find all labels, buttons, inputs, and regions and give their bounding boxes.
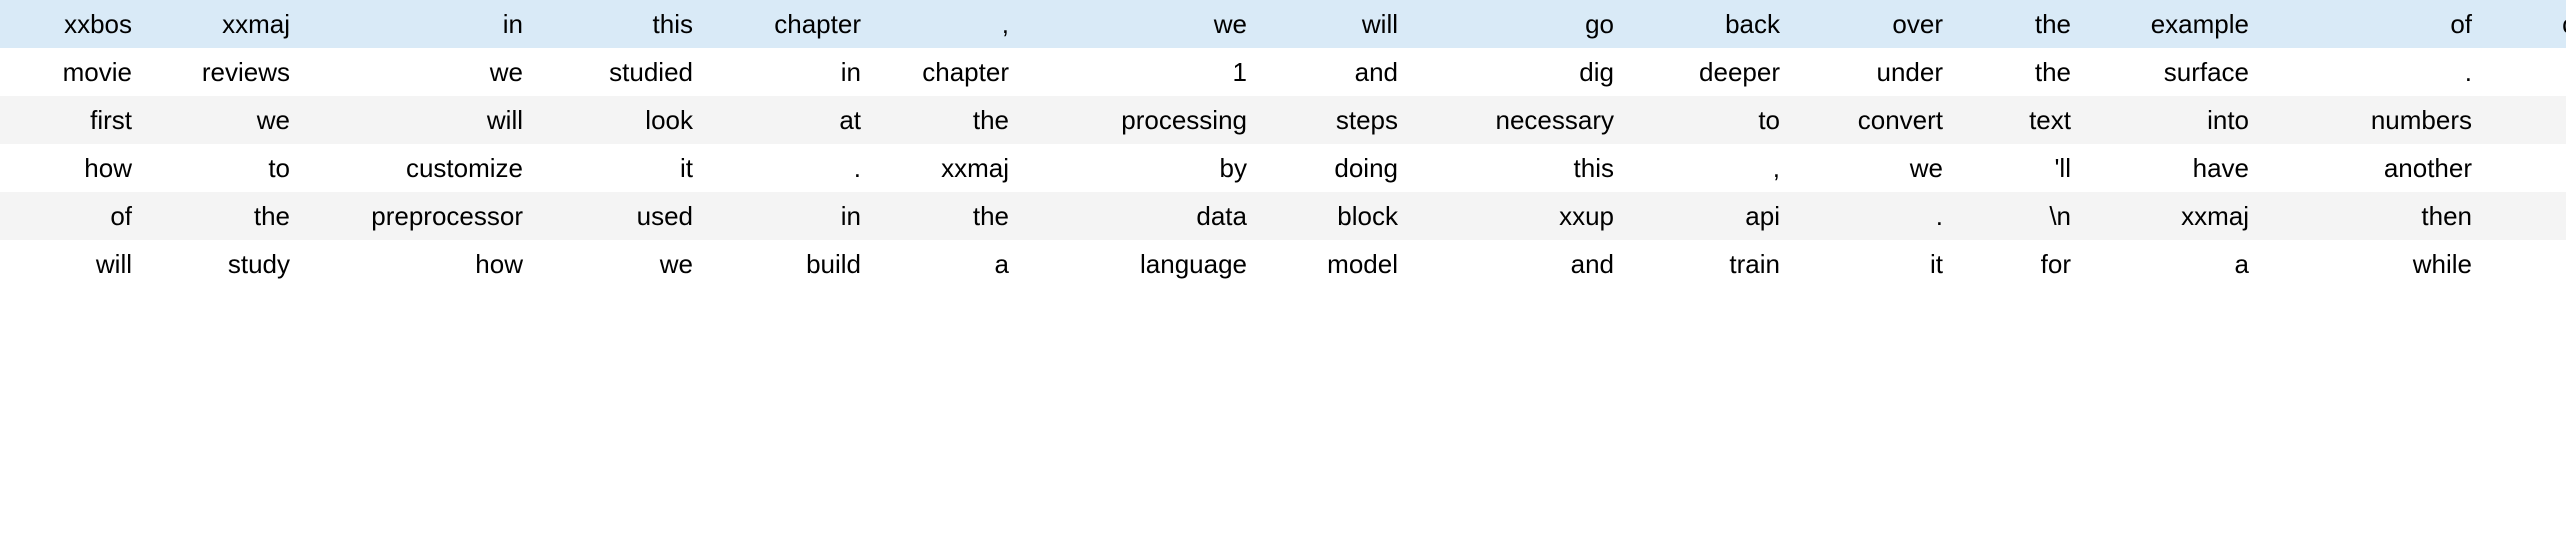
table-cell: movie <box>0 48 146 96</box>
table-cell: reviews <box>146 48 304 96</box>
table-cell: 1 <box>1023 48 1261 96</box>
table-cell: the <box>146 192 304 240</box>
table-cell: xxmaj <box>146 0 304 48</box>
table-cell: classifying <box>2486 0 2566 48</box>
table-cell: of <box>0 192 146 240</box>
table-cell: xxmaj <box>2085 192 2263 240</box>
table-cell: how <box>304 240 537 288</box>
table-cell: processing <box>1023 96 1261 144</box>
table-cell: deeper <box>1628 48 1794 96</box>
table-cell: have <box>2085 144 2263 192</box>
table-cell: customize <box>304 144 537 192</box>
table-cell: , <box>1628 144 1794 192</box>
table-cell: , <box>875 0 1023 48</box>
table-cell: numbers <box>2263 96 2486 144</box>
table-cell: we <box>1794 144 1957 192</box>
table-cell: preprocessor <box>304 192 537 240</box>
table-cell: to <box>1628 96 1794 144</box>
table-cell: we <box>1023 0 1261 48</box>
table-cell: \n <box>1957 192 2085 240</box>
table-cell: will <box>1261 0 1412 48</box>
table-cell: data <box>1023 192 1261 240</box>
table-cell: the <box>1957 0 2085 48</box>
table-cell: block <box>1261 192 1412 240</box>
table-cell: this <box>537 0 707 48</box>
table-cell: of <box>2263 0 2486 48</box>
table-cell: . <box>2263 48 2486 96</box>
table-cell: text <box>1957 96 2085 144</box>
table-cell: language <box>1023 240 1261 288</box>
table-cell: first <box>0 96 146 144</box>
table-cell: in <box>304 0 537 48</box>
table-cell: back <box>1628 0 1794 48</box>
table-cell: used <box>537 192 707 240</box>
table-cell: another <box>2263 144 2486 192</box>
table-cell: study <box>146 240 304 288</box>
table-cell: example <box>2486 144 2566 192</box>
table-cell: steps <box>1261 96 1412 144</box>
table-cell: look <box>537 96 707 144</box>
table-cell: dig <box>1412 48 1628 96</box>
table-cell: api <box>1628 192 1794 240</box>
table-cell: go <box>1412 0 1628 48</box>
table-cell: 'll <box>1957 144 2085 192</box>
table-cell: . <box>707 144 875 192</box>
table-cell: we <box>537 240 707 288</box>
table-cell: at <box>707 96 875 144</box>
table-cell: build <box>707 240 875 288</box>
table-cell: it <box>1794 240 1957 288</box>
table-cell: and <box>2486 96 2566 144</box>
table-cell: into <box>2085 96 2263 144</box>
table-cell: a <box>875 240 1023 288</box>
table-cell: will <box>0 240 146 288</box>
table-cell: xxbos <box>0 0 146 48</box>
table-cell: and <box>1261 48 1412 96</box>
table-cell: then <box>2263 192 2486 240</box>
table-cell: model <box>1261 240 1412 288</box>
table-cell: xxup <box>1412 192 1628 240</box>
table-cell: and <box>1412 240 1628 288</box>
table-cell: it <box>537 144 707 192</box>
table-cell: train <box>1628 240 1794 288</box>
table-cell: . <box>1794 192 1957 240</box>
table-cell: . <box>2486 240 2566 288</box>
table-cell: to <box>146 144 304 192</box>
table-cell: studied <box>537 48 707 96</box>
table-cell: a <box>2085 240 2263 288</box>
table-cell: xxmaj <box>2486 48 2566 96</box>
table-cell: in <box>707 192 875 240</box>
table-cell: under <box>1794 48 1957 96</box>
table-cell: for <box>1957 240 2085 288</box>
table-cell: will <box>304 96 537 144</box>
table-cell: in <box>707 48 875 96</box>
table-cell: the <box>875 96 1023 144</box>
table-cell: we <box>146 96 304 144</box>
table-cell: example <box>2085 0 2263 48</box>
table-cell: necessary <box>1412 96 1628 144</box>
table-cell: this <box>1412 144 1628 192</box>
table-cell: we <box>2486 192 2566 240</box>
table-cell: surface <box>2085 48 2263 96</box>
table-cell: by <box>1023 144 1261 192</box>
table-cell: doing <box>1261 144 1412 192</box>
table-cell: while <box>2263 240 2486 288</box>
table-cell: convert <box>1794 96 1957 144</box>
table-cell: xxmaj <box>875 144 1023 192</box>
table-cell: over <box>1794 0 1957 48</box>
table-cell: chapter <box>875 48 1023 96</box>
table-cell: how <box>0 144 146 192</box>
table-cell: the <box>875 192 1023 240</box>
table-cell: chapter <box>707 0 875 48</box>
table-cell: the <box>1957 48 2085 96</box>
table-cell: we <box>304 48 537 96</box>
